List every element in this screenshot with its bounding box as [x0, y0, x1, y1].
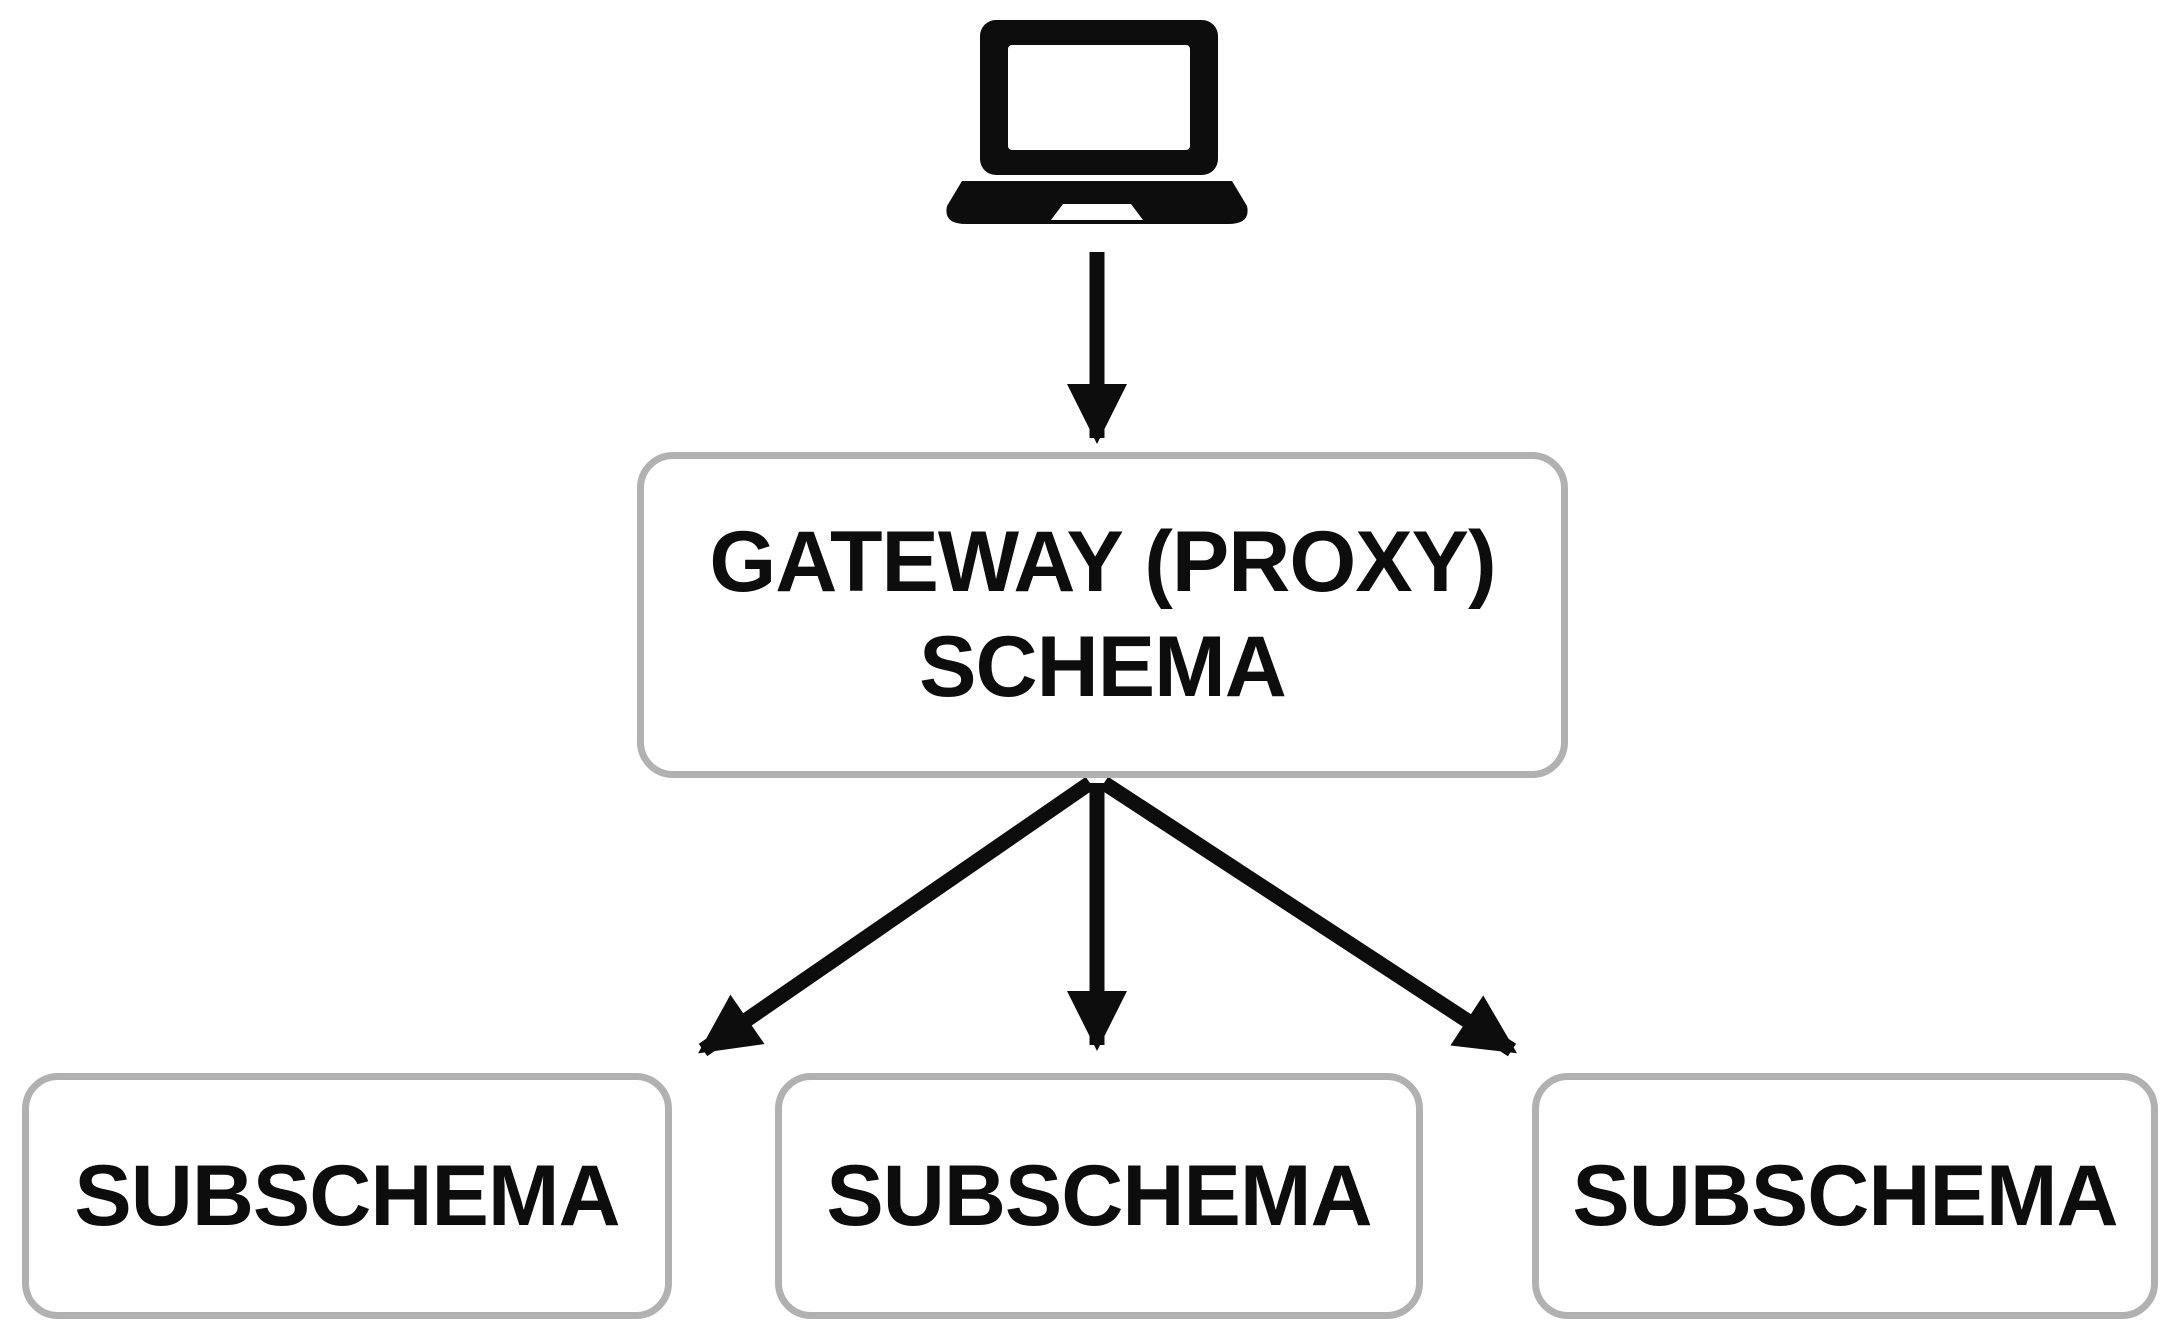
subschema-label: SUBSCHEMA — [1572, 1147, 2118, 1244]
node-gateway: GATEWAY (PROXY) SCHEMA — [637, 452, 1568, 778]
node-subschema-1: SUBSCHEMA — [22, 1073, 672, 1319]
subschema-label: SUBSCHEMA — [826, 1147, 1372, 1244]
connector-gateway-subschema-3 — [1099, 776, 1518, 1057]
node-subschema-3: SUBSCHEMA — [1532, 1073, 2158, 1319]
subschema-label: SUBSCHEMA — [74, 1147, 620, 1244]
laptop-icon — [946, 20, 1248, 224]
gateway-label-line1: GATEWAY (PROXY) — [709, 514, 1496, 611]
node-subschema-2: SUBSCHEMA — [775, 1073, 1423, 1319]
gateway-label-line2: SCHEMA — [919, 619, 1287, 715]
connector-gateway-subschema-1 — [698, 776, 1095, 1057]
